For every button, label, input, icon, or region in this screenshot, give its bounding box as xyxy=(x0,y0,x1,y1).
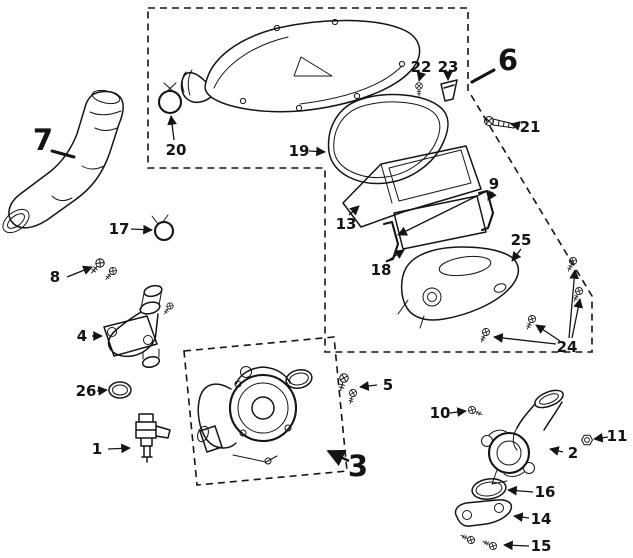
callout-3: 3 xyxy=(348,449,368,483)
callout-26: 26 xyxy=(76,382,97,400)
leader-24b xyxy=(571,298,584,339)
callout-numbers: 7 6 3 1 2 4 5 8 9 10 11 13 14 15 16 17 1… xyxy=(33,43,628,555)
leader-13 xyxy=(348,205,360,216)
hose-clamp xyxy=(157,82,183,115)
screw xyxy=(346,388,358,406)
leader-24d xyxy=(493,333,557,345)
leader-2 xyxy=(549,446,564,456)
leader-3 xyxy=(326,449,350,467)
callout-23: 23 xyxy=(438,58,459,76)
intake-manifold xyxy=(481,389,564,485)
screw xyxy=(102,265,119,283)
leader-26 xyxy=(96,386,108,396)
callout-15: 15 xyxy=(531,537,552,555)
callout-11: 11 xyxy=(607,427,628,445)
leader-9b xyxy=(397,190,488,236)
leader-24a xyxy=(568,269,580,339)
air-cleaner-case-upper xyxy=(342,145,482,228)
leader-16 xyxy=(507,485,534,496)
o-ring-small xyxy=(108,381,132,399)
air-filter-element xyxy=(393,195,487,250)
throttle-o-ring xyxy=(285,369,313,389)
screw-10 xyxy=(466,404,484,419)
flange-bolt xyxy=(484,116,515,129)
insulator-gasket xyxy=(454,499,513,527)
spacer-23 xyxy=(440,79,458,102)
leader-1 xyxy=(107,443,131,454)
callout-8: 8 xyxy=(50,268,60,286)
callout-20: 20 xyxy=(166,141,187,159)
air-cleaner-group-outline xyxy=(147,7,593,353)
leader-10 xyxy=(449,407,467,417)
leader-22 xyxy=(416,71,427,82)
callout-18: 18 xyxy=(371,261,392,279)
callout-2: 2 xyxy=(568,444,578,462)
intake-duct xyxy=(2,89,124,234)
callout-9: 9 xyxy=(489,175,499,193)
throttle-body-group-outline xyxy=(183,336,348,486)
leader-7 xyxy=(50,149,76,159)
leader-19 xyxy=(308,146,326,157)
callout-1: 1 xyxy=(92,440,102,458)
leader-25 xyxy=(511,248,522,262)
leader-5 xyxy=(359,381,378,391)
leader-14 xyxy=(513,512,530,522)
screw xyxy=(564,255,579,273)
intake-joint xyxy=(103,284,175,369)
leader-6 xyxy=(470,68,496,84)
callout-24: 24 xyxy=(557,338,578,356)
callout-5: 5 xyxy=(383,376,393,394)
leader-lines xyxy=(50,68,609,551)
leader-24c xyxy=(535,324,561,342)
leader-17 xyxy=(130,224,153,235)
callout-10: 10 xyxy=(430,404,451,422)
screw-pair-15 xyxy=(459,531,499,552)
callout-4: 4 xyxy=(77,327,87,345)
air-cleaner-cover xyxy=(180,18,421,113)
fuel-injector xyxy=(135,413,171,463)
callout-13: 13 xyxy=(336,215,357,233)
nut xyxy=(581,434,593,446)
leader-9a xyxy=(487,189,497,201)
callout-25: 25 xyxy=(511,231,532,249)
callout-6: 6 xyxy=(498,43,518,77)
screw xyxy=(481,537,499,552)
air-box-seal xyxy=(327,93,449,185)
leader-20 xyxy=(167,115,177,141)
screw-22 xyxy=(415,82,423,97)
o-ring-large xyxy=(471,478,507,500)
leader-15 xyxy=(503,540,530,551)
callout-16: 16 xyxy=(535,483,556,501)
screw-pair-5 xyxy=(336,372,358,406)
spring-clamp xyxy=(151,214,175,242)
callout-19: 19 xyxy=(289,142,310,160)
callout-21: 21 xyxy=(520,118,541,136)
leader-8 xyxy=(66,265,93,278)
air-cleaner-case-lower xyxy=(397,246,520,329)
callout-14: 14 xyxy=(531,510,552,528)
screw-set-24 xyxy=(477,255,585,344)
leader-11 xyxy=(593,432,609,443)
screw xyxy=(523,313,538,331)
screw xyxy=(459,531,477,546)
screw xyxy=(477,326,492,344)
callout-22: 22 xyxy=(411,58,432,76)
callout-17: 17 xyxy=(109,220,130,238)
screw-pair-8 xyxy=(87,256,119,283)
filter-frame xyxy=(388,149,472,202)
screw xyxy=(161,301,175,317)
screw xyxy=(87,256,107,277)
callout-7: 7 xyxy=(33,123,53,157)
leader-21 xyxy=(510,121,521,131)
throttle-body xyxy=(197,366,298,465)
leader-18 xyxy=(385,249,405,263)
